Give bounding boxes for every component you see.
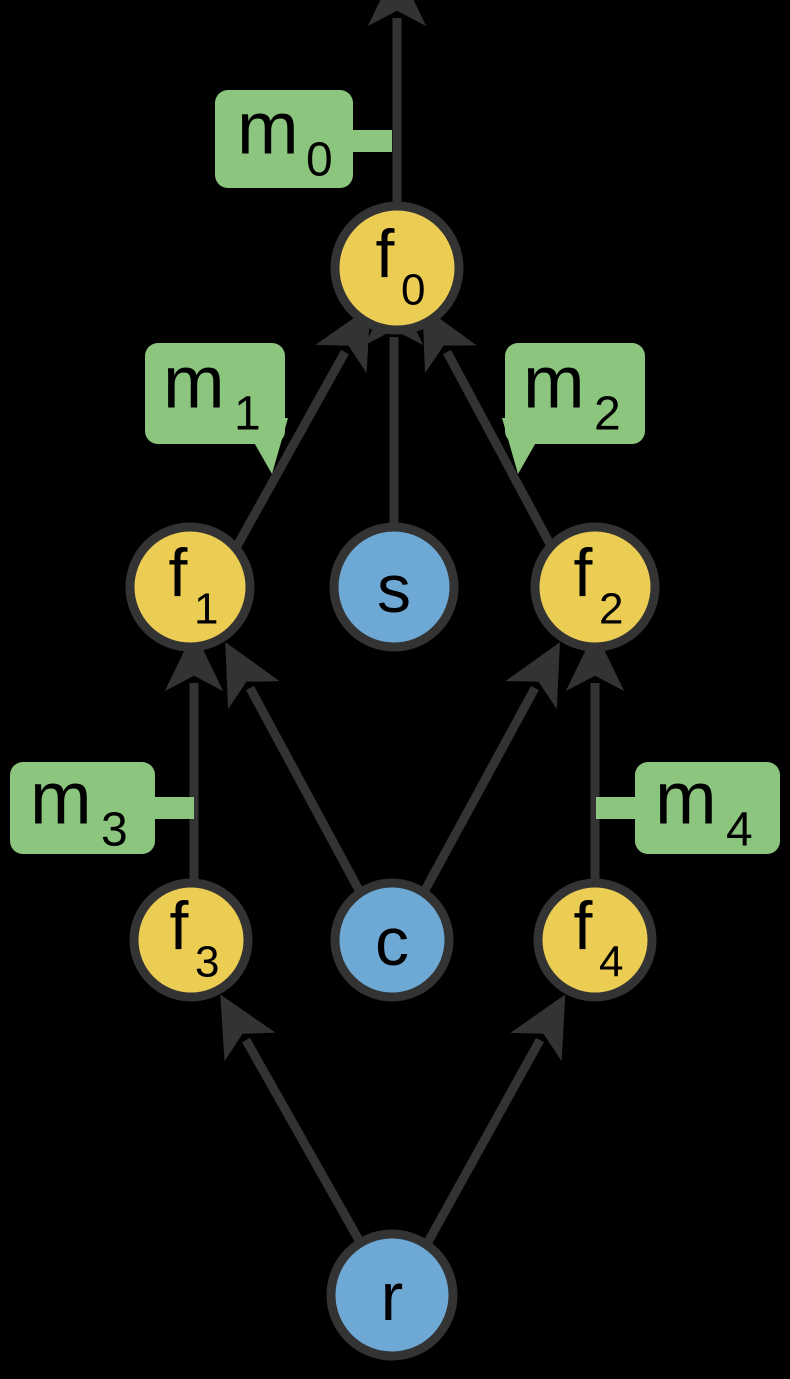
nodes-layer: f 0 f 1 s f 2 f	[125, 201, 660, 1361]
edge-r-to-f4	[424, 994, 566, 1245]
node-circle-f2	[530, 522, 660, 652]
node-label-c: c	[375, 904, 409, 980]
message-tail-m3	[155, 797, 194, 819]
node-f3[interactable]: f 3	[129, 878, 253, 1002]
message-box-m3[interactable]: m 3	[10, 757, 194, 857]
edge-r-to-f3	[220, 994, 364, 1245]
node-f0[interactable]: f 0	[330, 201, 464, 335]
message-rect-m4	[635, 762, 780, 854]
node-label-f4: f	[574, 888, 593, 964]
node-f1[interactable]: f 1	[125, 522, 255, 652]
edge-f2-to-f0	[422, 305, 555, 549]
node-label-f3: f	[170, 888, 189, 964]
message-rect-m3	[10, 762, 155, 854]
node-sub-f3: 3	[195, 938, 219, 987]
message-box-m0[interactable]: m 0	[215, 87, 392, 189]
message-box-m1[interactable]: m 1	[145, 341, 288, 475]
node-c[interactable]: c	[330, 878, 454, 1002]
message-rect-m0	[215, 90, 353, 188]
edges-layer	[164, 0, 625, 1245]
node-circle-f0	[330, 201, 464, 335]
node-sub-f1: 1	[194, 585, 218, 634]
edge-c-to-f2	[420, 642, 560, 895]
message-label-m2: m	[523, 341, 585, 424]
message-rect-m2	[505, 343, 645, 444]
node-r[interactable]: r	[326, 1229, 458, 1361]
node-circle-r	[326, 1229, 458, 1361]
node-sub-f0: 0	[401, 266, 425, 315]
message-sub-m2: 2	[594, 388, 621, 441]
node-label-f2: f	[574, 535, 593, 611]
node-circle-s	[329, 522, 459, 652]
message-sub-m3: 3	[101, 804, 128, 857]
node-circle-c	[330, 878, 454, 1002]
message-label-m0: m	[237, 87, 299, 170]
edge-f1-to-f0	[233, 306, 371, 549]
messages-layer: m 0 m 1 m 2 m 3	[10, 87, 780, 857]
message-label-m4: m	[655, 757, 717, 840]
message-sub-m1: 1	[234, 388, 261, 441]
node-label-r: r	[381, 1259, 404, 1335]
message-box-m2[interactable]: m 2	[502, 341, 645, 475]
node-sub-f2: 2	[599, 585, 623, 634]
message-box-m4[interactable]: m 4	[596, 757, 780, 857]
node-circle-f3	[129, 878, 253, 1002]
message-tail-m4	[596, 797, 635, 819]
node-sub-f4: 4	[599, 938, 623, 987]
node-label-f1: f	[169, 535, 188, 611]
edge-c-to-f1	[225, 642, 364, 895]
message-rect-m1	[145, 343, 285, 444]
message-tail-m0	[353, 130, 392, 152]
node-f2[interactable]: f 2	[530, 522, 660, 652]
message-label-m1: m	[163, 341, 225, 424]
node-label-s: s	[377, 551, 411, 627]
message-label-m3: m	[30, 757, 92, 840]
message-sub-m4: 4	[726, 804, 753, 857]
message-sub-m0: 0	[306, 134, 333, 187]
node-label-f0: f	[376, 216, 395, 292]
node-circle-f4	[533, 878, 657, 1002]
node-s[interactable]: s	[329, 522, 459, 652]
node-f4[interactable]: f 4	[533, 878, 657, 1002]
node-circle-f1	[125, 522, 255, 652]
